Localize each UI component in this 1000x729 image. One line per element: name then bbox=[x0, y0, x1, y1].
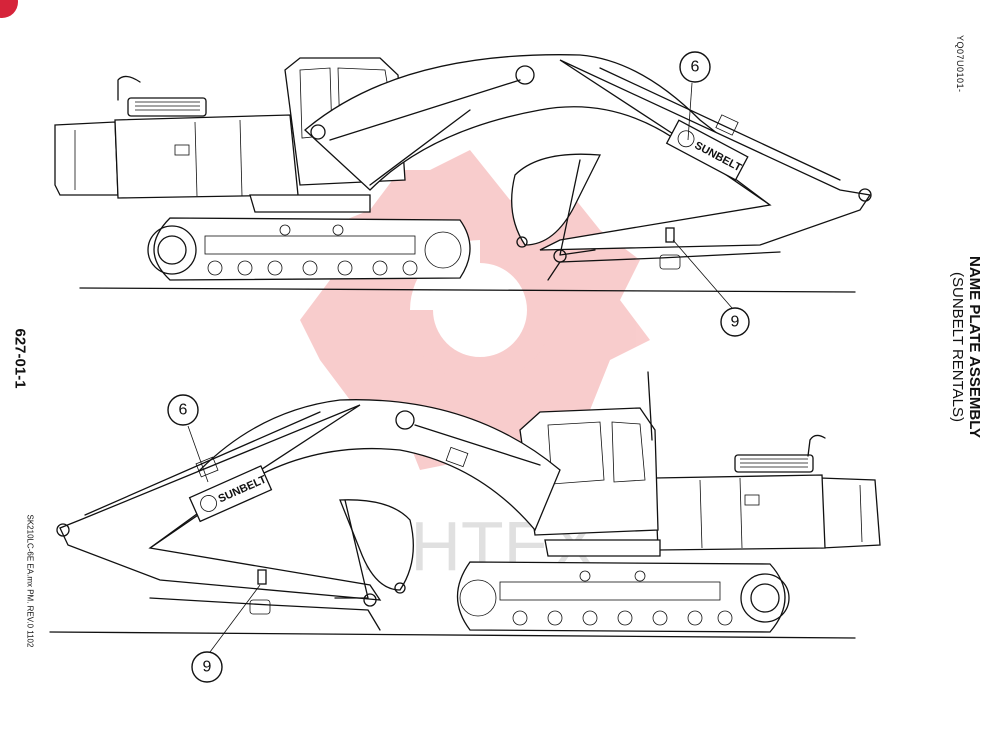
track-rollers-bottom bbox=[512, 610, 733, 626]
document-code: YQ07U0101- bbox=[955, 35, 965, 93]
bucket-top bbox=[511, 153, 602, 246]
ground-line-top bbox=[79, 287, 856, 293]
engine-hood-top bbox=[114, 114, 299, 199]
bottom-excavator: SUNBELT bbox=[49, 371, 881, 653]
top-excavator: SUNBELT bbox=[54, 54, 872, 309]
footer-reference: SK210LC-6E EA.mx PM. REV.0 1102 bbox=[25, 514, 35, 648]
callout-bottom-nameplate: 6 bbox=[167, 394, 199, 426]
callout-top-bracket: 9 bbox=[720, 307, 750, 337]
bracket-top bbox=[665, 227, 675, 243]
svg-text:9: 9 bbox=[203, 659, 212, 676]
callout-top-nameplate: 6 bbox=[679, 51, 711, 83]
counterweight-bottom bbox=[819, 477, 881, 549]
cab-bottom bbox=[519, 407, 659, 536]
page-number: 627-01-1 bbox=[11, 328, 29, 389]
page-title: NAME PLATE ASSEMBLY bbox=[966, 256, 983, 438]
corner-badge-icon bbox=[0, 0, 18, 18]
callout-bottom-bracket: 9 bbox=[191, 651, 223, 683]
bracket-bottom bbox=[257, 569, 267, 585]
track-top bbox=[153, 217, 471, 281]
counterweight-top bbox=[54, 121, 119, 196]
page-subtitle: (SUNBELT RENTALS) bbox=[949, 271, 966, 423]
svg-text:6: 6 bbox=[691, 59, 700, 76]
track-rollers-top bbox=[207, 260, 418, 276]
svg-text:9: 9 bbox=[731, 314, 740, 331]
title-block: NAME PLATE ASSEMBLY (SUNBELT RENTALS) bbox=[949, 227, 983, 467]
track-bottom bbox=[457, 561, 786, 633]
svg-text:6: 6 bbox=[179, 402, 188, 419]
arm-bottom bbox=[59, 404, 382, 601]
bucket-bottom bbox=[339, 499, 414, 591]
ground-line-bottom bbox=[49, 631, 856, 639]
